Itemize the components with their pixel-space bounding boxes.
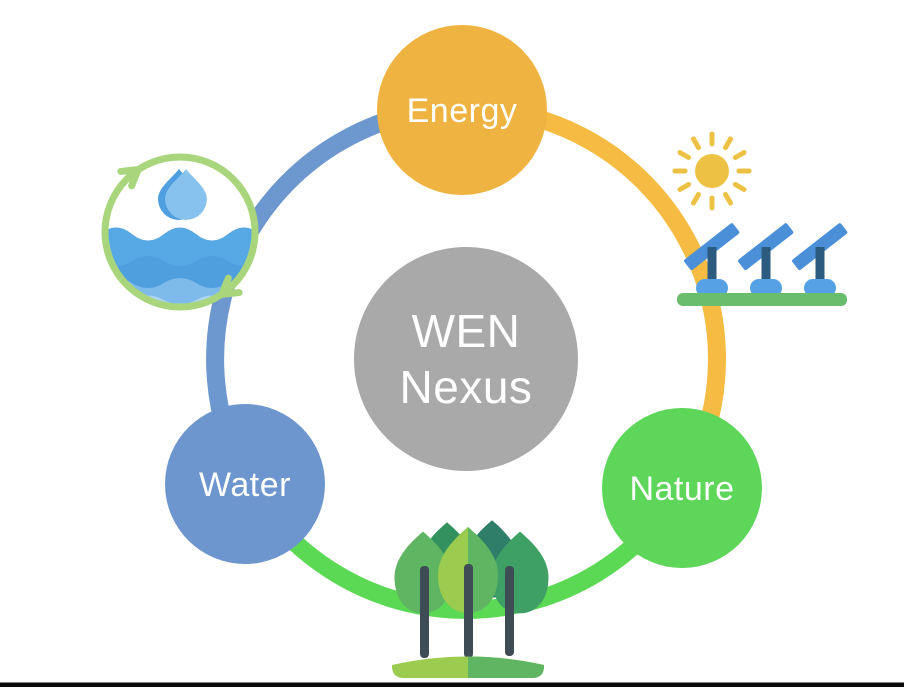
center-node-circle: [354, 247, 578, 471]
solar-panel-unit: [791, 222, 849, 297]
labels: Energy Water Nature WEN Nexus: [199, 92, 734, 508]
tree-trunk: [420, 566, 429, 658]
solar-ground-bar: [677, 293, 847, 306]
tree-trunks: [420, 564, 514, 658]
wave-band-3: [107, 278, 253, 305]
cycle-outline: [101, 153, 259, 311]
center-label-line1: WEN: [412, 305, 521, 357]
water-cycle-icon: [101, 153, 259, 311]
nature-node-circle: [602, 408, 762, 568]
sun-disc: [695, 154, 729, 188]
solar-panel-unit: [737, 222, 795, 297]
energy-node-circle: [377, 25, 547, 195]
trees-ground: [392, 656, 544, 678]
nature-label: Nature: [629, 470, 734, 508]
center-label-line2: Nexus: [400, 361, 533, 413]
cycle-arrowhead-bottom: [218, 274, 243, 298]
trees-icon: [392, 520, 549, 678]
sun-rays: [672, 131, 752, 211]
water-node-circle: [165, 404, 325, 564]
solar-panels-icon: [672, 131, 849, 306]
cycle-arrows: [101, 153, 259, 311]
water-label: Water: [199, 466, 291, 504]
tree-trunk: [464, 564, 473, 658]
energy-label: Energy: [407, 92, 518, 130]
bottom-border-line: [0, 682, 904, 687]
sun-icon: [672, 131, 752, 211]
cycle-arrowhead-top: [117, 166, 142, 190]
nodes: [165, 25, 762, 568]
tree-trunk: [505, 566, 514, 656]
